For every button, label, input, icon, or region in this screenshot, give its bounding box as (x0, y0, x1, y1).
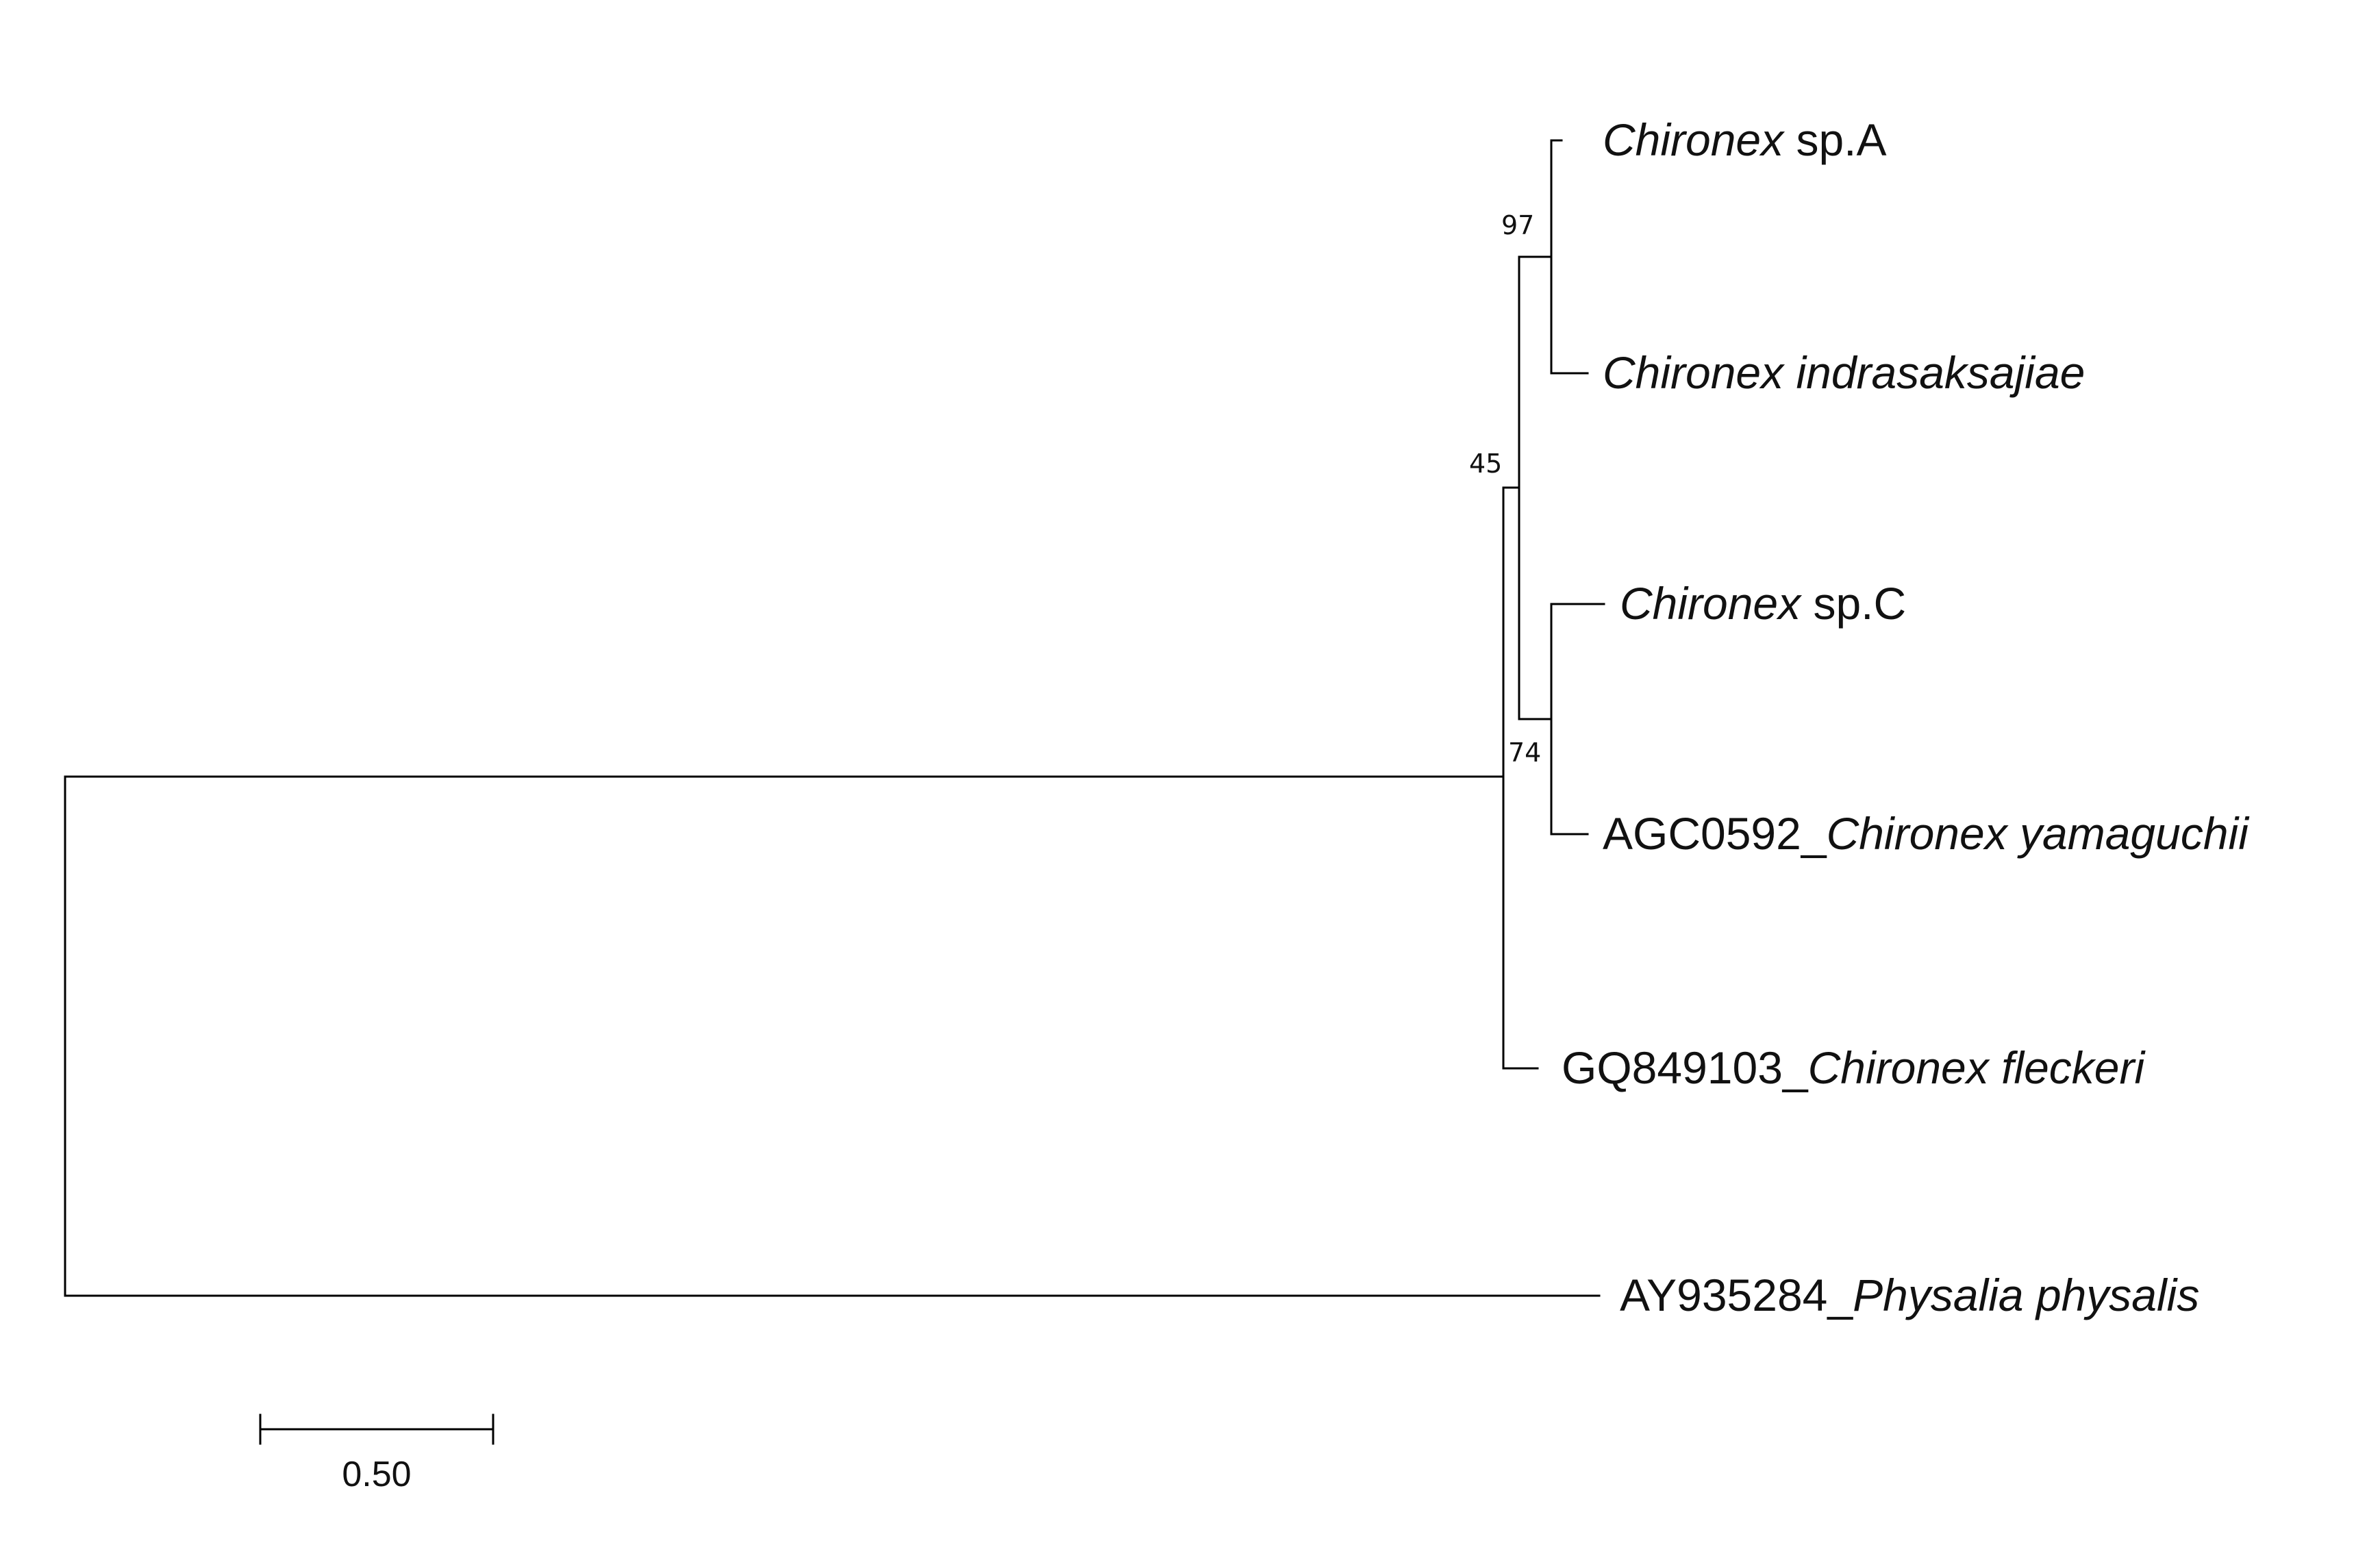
taxon-label-part: Chironex (1620, 578, 1802, 629)
tree-branches (64, 139, 1605, 1297)
taxon-label-part: sp.A (1783, 114, 1886, 165)
scale-bar-label: 0.50 (342, 1455, 411, 1494)
taxon-label-part: Chironex yamaguchii (1827, 808, 2251, 859)
taxon-label-part: Chironex (1603, 114, 1785, 165)
taxon-label-sp-a: Chironex sp.A (1603, 114, 1887, 165)
bootstrap-clade-ac: 45 (1469, 449, 1502, 479)
taxon-label-fleckeri: GQ849103_Chironex fleckeri (1562, 1042, 2146, 1093)
taxon-label-part: Chironex fleckeri (1808, 1042, 2146, 1093)
taxon-label-indrasaksajiae: Chironex indrasaksajiae (1603, 347, 2085, 398)
taxon-label-part: Physalia physalis (1853, 1270, 2199, 1320)
taxon-label-part: Chironex indrasaksajiae (1603, 347, 2085, 398)
scale-bar: 0.50 (259, 1413, 494, 1494)
taxon-label-part: AGC0592_ (1603, 808, 1827, 859)
taxon-label-physalis: AY935284_Physalia physalis (1620, 1270, 2199, 1320)
taxon-label-part: AY935284_ (1620, 1270, 1853, 1320)
bootstrap-clade-a: 97 (1501, 210, 1534, 240)
taxon-label-sp-c: Chironex sp.C (1620, 578, 1906, 629)
taxon-label-part: sp.C (1801, 578, 1906, 629)
taxon-label-yamaguchii: AGC0592_Chironex yamaguchii (1603, 808, 2250, 859)
taxon-label-part: GQ849103_ (1562, 1042, 1809, 1093)
bootstrap-values: 97 45 74 (1469, 210, 1541, 768)
bootstrap-clade-c: 74 (1508, 738, 1541, 768)
taxon-labels: Chironex sp.A Chironex indrasaksajiae Ch… (1562, 114, 2250, 1320)
